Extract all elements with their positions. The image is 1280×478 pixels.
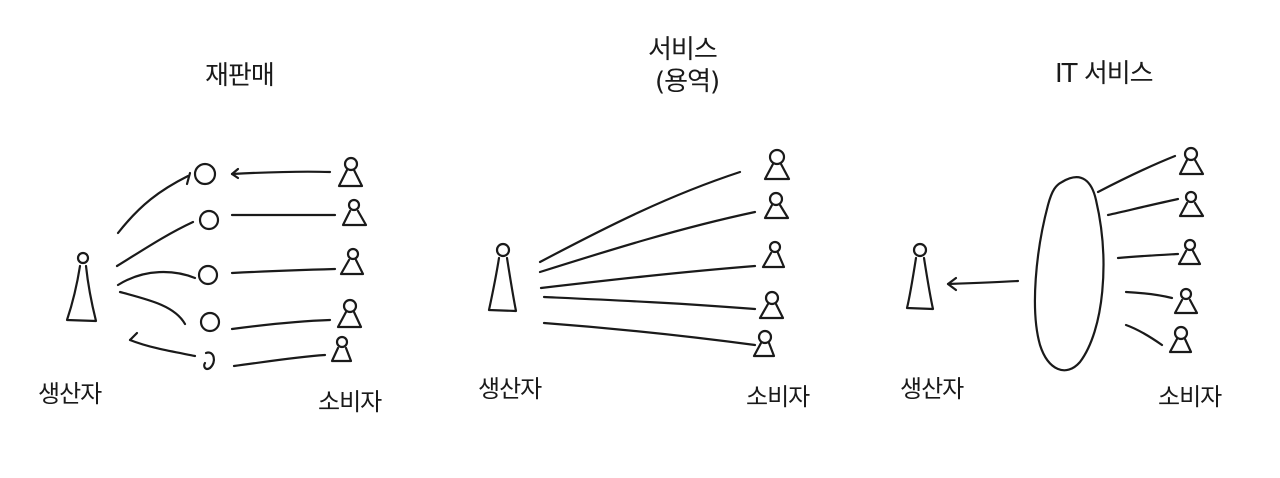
consumer-figure: [1178, 146, 1205, 176]
consumer-figure: [337, 156, 364, 188]
panel-resale: 재판매: [38, 61, 383, 416]
platform-to-producer-arrow: [946, 276, 1020, 292]
producer-label-2: 생산자: [478, 375, 542, 403]
reseller-node: [198, 209, 220, 231]
consumer-figure: [339, 247, 365, 276]
reseller-node: [197, 264, 219, 286]
consumer-figure: [761, 240, 786, 269]
producer-label-1: 생산자: [38, 380, 102, 408]
consumer-figures-2: [752, 148, 791, 358]
consumer-figure: [330, 335, 353, 363]
consumer-figure: [1177, 238, 1202, 266]
producer-reseller-links: [115, 171, 197, 358]
consumer-figure: [763, 148, 791, 181]
producer-figure-1: [65, 251, 98, 323]
consumer-figures-3: [1168, 146, 1205, 354]
panel-service-title: 서비스: [648, 35, 717, 65]
reseller-node: [193, 162, 217, 186]
service-links: [538, 170, 757, 347]
producer-figure-2: [487, 242, 518, 313]
consumer-figure: [341, 198, 368, 227]
producer-figure-3: [905, 242, 935, 311]
panel-resale-title: 재판매: [205, 61, 274, 91]
platform-consumer-links: [1096, 154, 1180, 347]
reseller-node: [199, 311, 221, 333]
consumer-label-2: 소비자: [746, 383, 810, 411]
consumer-figure: [1168, 325, 1193, 354]
panel-it-service-title: IT 서비스: [1055, 59, 1153, 89]
consumer-label-1: 소비자: [318, 388, 382, 416]
panel-it-service: IT 서비스 생산자: [900, 59, 1223, 411]
panel-service: 서비스 (용역) 생산자 소비자: [478, 35, 811, 411]
producer-label-3: 생산자: [900, 375, 964, 403]
consumer-figure: [1178, 190, 1205, 218]
consumer-label-3: 소비자: [1158, 383, 1222, 411]
consumer-figure: [758, 290, 785, 320]
consumer-figure: [1173, 287, 1199, 315]
reseller-circles: [193, 162, 221, 371]
consumer-figures-1: [330, 156, 368, 363]
panel-service-subtitle: (용역): [655, 67, 719, 97]
consumer-figure: [752, 329, 776, 358]
consumer-figure: [763, 191, 790, 220]
consumer-figure: [336, 298, 363, 329]
reseller-node: [203, 351, 216, 371]
reseller-consumer-links: [230, 167, 337, 368]
it-platform-shape: [1033, 176, 1105, 372]
